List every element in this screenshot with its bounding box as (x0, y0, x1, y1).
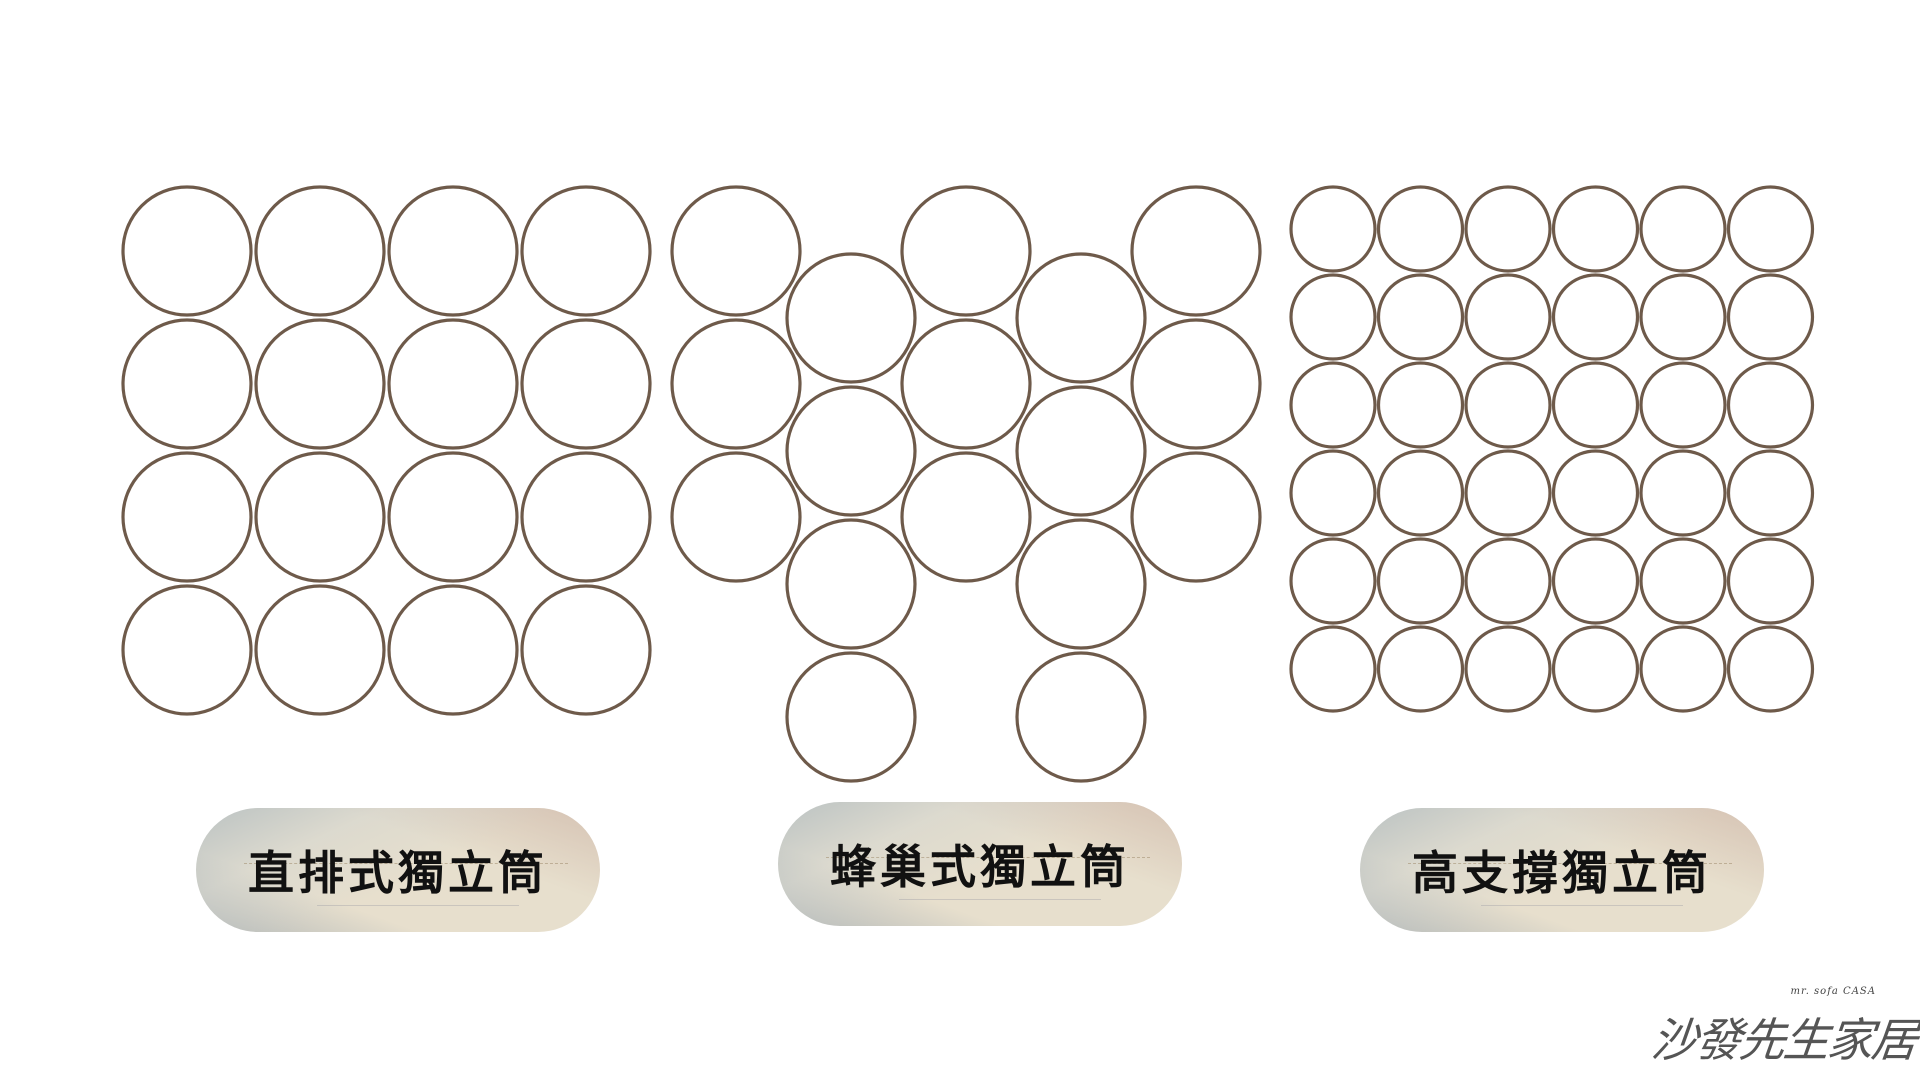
straight-coil (254, 185, 386, 317)
high-support-coil (1289, 361, 1377, 449)
high-support-coil (1639, 185, 1727, 273)
honeycomb-coil (670, 185, 802, 317)
honeycomb-coil (1015, 252, 1147, 384)
high-support-coil (1376, 449, 1465, 537)
high-support-coil (1639, 449, 1727, 537)
high-support-coil (1726, 185, 1815, 273)
high-support-coil (1464, 449, 1552, 537)
high-support-coil (1639, 625, 1727, 713)
high-support-label: 高支撐獨立筒 (1412, 846, 1712, 900)
honeycomb-coil (670, 318, 802, 450)
high-support-coil (1289, 449, 1377, 537)
straight-coil (520, 185, 652, 317)
high-support-coil (1639, 361, 1727, 449)
straight-coil (520, 584, 652, 716)
straight-coil (121, 185, 253, 317)
honeycomb-coil (785, 518, 917, 650)
honeycomb-coil (785, 252, 917, 384)
high-support-coil (1726, 273, 1815, 361)
straight-coil (121, 451, 253, 583)
high-support-coil (1726, 361, 1815, 449)
brand-tagline: mr. sofa CASA (1790, 986, 1876, 997)
high-support-coil (1289, 625, 1377, 713)
high-support-coil (1464, 625, 1552, 713)
high-support-coil (1551, 273, 1640, 361)
straight-label: 直排式獨立筒 (248, 846, 548, 900)
high-support-coil (1726, 537, 1815, 625)
honeycomb-coil (900, 185, 1032, 317)
honeycomb-label-pill: 蜂巢式獨立筒 (778, 802, 1182, 926)
high-support-coil (1726, 625, 1815, 713)
straight-label-pill: 直排式獨立筒 (196, 808, 600, 932)
honeycomb-coil (1015, 385, 1147, 517)
honeycomb-coil (785, 651, 917, 783)
high-support-coil (1639, 537, 1727, 625)
high-support-coil (1289, 273, 1377, 361)
high-support-coil-grid (1289, 185, 1815, 713)
straight-coil (520, 318, 652, 450)
straight-coil (387, 318, 519, 450)
honeycomb-coil-grid (670, 185, 1262, 783)
high-support-coil (1551, 625, 1640, 713)
high-support-coil (1376, 625, 1465, 713)
straight-coil (387, 185, 519, 317)
high-support-coil (1289, 537, 1377, 625)
straight-coil (121, 584, 253, 716)
high-support-coil (1551, 449, 1640, 537)
honeycomb-coil (1130, 451, 1262, 583)
high-support-coil (1376, 361, 1465, 449)
straight-coil (254, 584, 386, 716)
straight-coil (121, 318, 253, 450)
honeycomb-coil (900, 451, 1032, 583)
high-support-coil (1289, 185, 1377, 273)
brand-logo: mr. sofa CASA 沙發先生家居 (1649, 982, 1920, 1080)
straight-coil (254, 451, 386, 583)
brand-name: 沙發先生家居 (1648, 1013, 1919, 1067)
honeycomb-coil (1130, 318, 1262, 450)
honeycomb-label: 蜂巢式獨立筒 (830, 840, 1130, 894)
straight-coil (254, 318, 386, 450)
high-support-coil (1639, 273, 1727, 361)
honeycomb-coil (1015, 518, 1147, 650)
high-support-coil (1376, 537, 1465, 625)
high-support-coil (1726, 449, 1815, 537)
high-support-label-pill: 高支撐獨立筒 (1360, 808, 1764, 932)
high-support-coil (1464, 537, 1552, 625)
high-support-coil (1551, 361, 1640, 449)
honeycomb-coil (1130, 185, 1262, 317)
high-support-coil (1551, 185, 1640, 273)
honeycomb-coil (670, 451, 802, 583)
straight-coil (387, 584, 519, 716)
high-support-coil (1464, 185, 1552, 273)
high-support-coil (1551, 537, 1640, 625)
honeycomb-coil (1015, 651, 1147, 783)
straight-coil (387, 451, 519, 583)
high-support-coil (1376, 273, 1465, 361)
high-support-coil (1464, 361, 1552, 449)
high-support-coil (1376, 185, 1465, 273)
honeycomb-coil (785, 385, 917, 517)
high-support-coil (1464, 273, 1552, 361)
honeycomb-coil (900, 318, 1032, 450)
straight-coil-grid (121, 185, 652, 716)
straight-coil (520, 451, 652, 583)
